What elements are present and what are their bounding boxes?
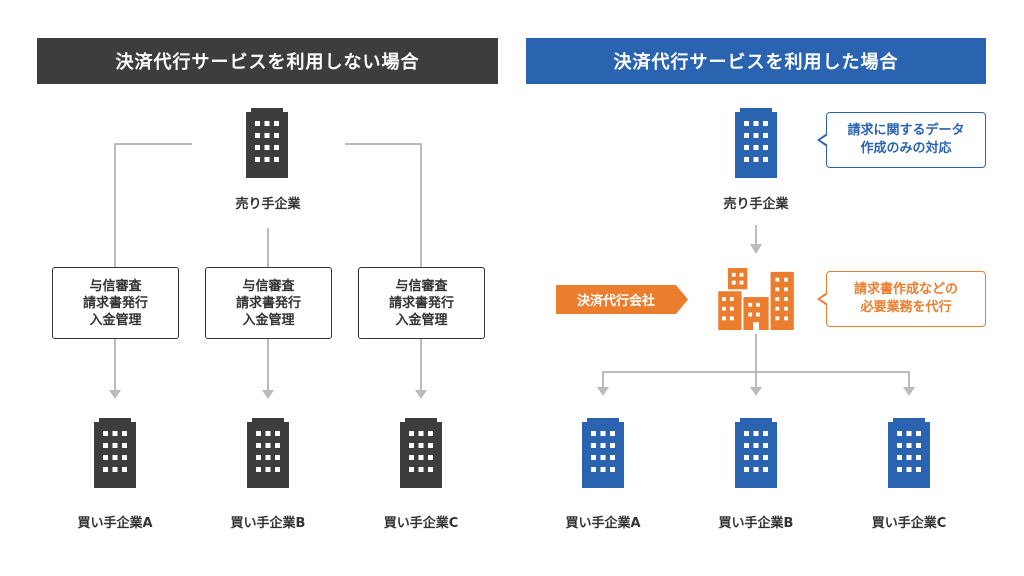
task-box: 与信審査 請求書発行 入金管理 bbox=[358, 267, 485, 339]
buyer-c-label: 買い手企業C bbox=[871, 516, 947, 531]
agency-note-line: 請求書作成などの bbox=[853, 282, 958, 297]
task-credit-check: 与信審査 bbox=[89, 278, 142, 294]
seller-note-line: 請求に関するデータ bbox=[847, 123, 965, 138]
agency-note-line: 必要業務を代行 bbox=[860, 300, 952, 315]
task-payment-management: 入金管理 bbox=[395, 312, 448, 328]
seller-label: 売り手企業 bbox=[235, 197, 301, 212]
left-connectors bbox=[114, 143, 910, 390]
buyer-a-building-icon bbox=[582, 418, 624, 488]
task-invoice-issuing: 請求書発行 bbox=[235, 295, 301, 311]
agency-label-tag bbox=[556, 285, 688, 314]
buyer-a-label: 買い手企業A bbox=[77, 516, 153, 531]
task-credit-check: 与信審査 bbox=[242, 278, 295, 294]
seller-note-callout: 請求に関するデータ 作成のみの対応 bbox=[817, 112, 986, 168]
task-payment-management: 入金管理 bbox=[89, 312, 142, 328]
seller-label: 売り手企業 bbox=[723, 197, 789, 212]
header-with-service: 決済代行サービスを利用した場合 bbox=[526, 38, 986, 84]
buyer-c-building-icon bbox=[400, 418, 442, 488]
company-buildings-icon bbox=[718, 268, 794, 330]
buyer-b-building-icon bbox=[247, 418, 289, 488]
agency-label: 決済代行会社 bbox=[576, 294, 655, 309]
seller-building-icon bbox=[735, 108, 777, 178]
buyer-a-building-icon bbox=[94, 418, 136, 488]
buyer-b-label: 買い手企業B bbox=[230, 516, 306, 531]
buyer-b-label: 買い手企業B bbox=[718, 516, 794, 531]
arrowheads bbox=[109, 244, 915, 399]
header-without-service: 決済代行サービスを利用しない場合 bbox=[37, 38, 498, 84]
task-invoice-issuing: 請求書発行 bbox=[82, 295, 148, 311]
seller-note-line: 作成のみの対応 bbox=[860, 141, 952, 156]
task-box: 与信審査 請求書発行 入金管理 bbox=[52, 267, 179, 339]
buyer-c-building-icon bbox=[888, 418, 930, 488]
seller-building-icon bbox=[246, 108, 288, 178]
buyer-c-label: 買い手企業C bbox=[383, 516, 459, 531]
task-credit-check: 与信審査 bbox=[395, 278, 448, 294]
agency-note-callout: 請求書作成などの 必要業務を代行 bbox=[817, 271, 986, 327]
task-box: 与信審査 請求書発行 入金管理 bbox=[205, 267, 332, 339]
task-payment-management: 入金管理 bbox=[242, 312, 295, 328]
task-invoice-issuing: 請求書発行 bbox=[388, 295, 454, 311]
buyer-a-label: 買い手企業A bbox=[565, 516, 641, 531]
buyer-b-building-icon bbox=[735, 418, 777, 488]
